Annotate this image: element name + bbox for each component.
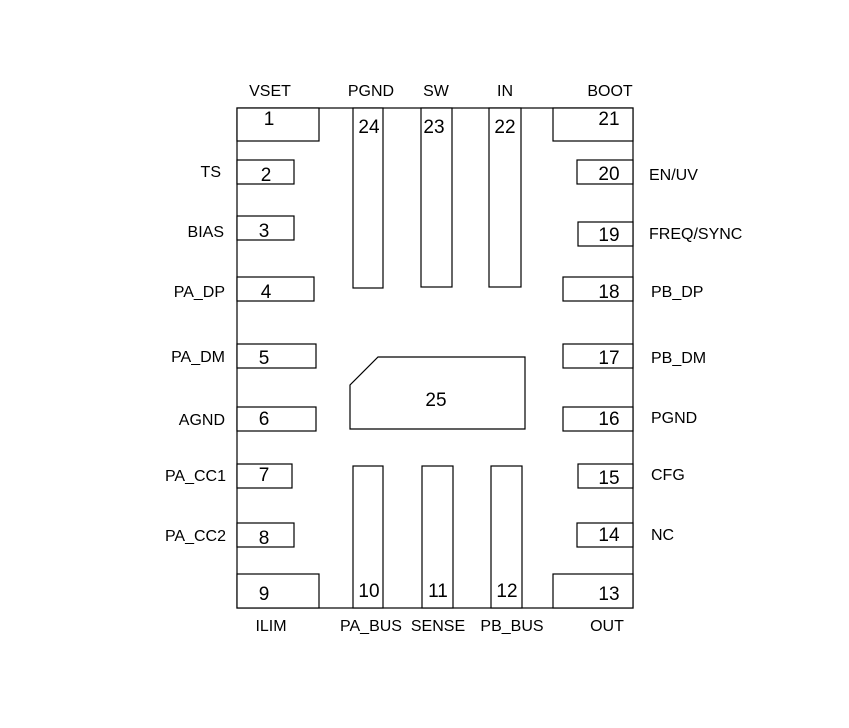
- pin-number-22: 22: [494, 117, 515, 138]
- pad-15: [577, 463, 634, 489]
- pad-9: [236, 573, 320, 609]
- exposed-pad-number: 25: [425, 390, 446, 411]
- pad-12: [490, 465, 523, 609]
- pin-name-16: PGND: [651, 410, 697, 427]
- pad-10: [352, 465, 384, 609]
- pin-number-24: 24: [358, 117, 380, 138]
- pin-number-16: 16: [598, 409, 619, 430]
- pin-name-4: PA_DP: [174, 284, 225, 301]
- pad-2: [236, 159, 295, 185]
- pad-23: [420, 107, 453, 288]
- pin-number-1: 1: [264, 109, 275, 130]
- pad-25: [349, 356, 526, 430]
- pad-5: [236, 343, 317, 369]
- pin-name-22: IN: [497, 83, 513, 100]
- pad-13: [552, 573, 634, 609]
- pin-name-19: FREQ/SYNC: [649, 226, 742, 243]
- pin-name-8: PA_CC2: [165, 528, 226, 545]
- pad-24: [352, 107, 384, 289]
- pin-number-2: 2: [261, 165, 272, 186]
- pad-21: [552, 107, 634, 142]
- pin-name-10: PA_BUS: [340, 618, 402, 635]
- pad-17: [562, 343, 634, 369]
- pin-name-23: SW: [423, 83, 450, 100]
- pin-name-15: CFG: [651, 467, 685, 484]
- pad-1: [236, 107, 320, 142]
- pad-16: [562, 406, 634, 432]
- pin-number-18: 18: [598, 282, 619, 303]
- pin-number-8: 8: [259, 528, 270, 549]
- pin-number-23: 23: [423, 117, 444, 138]
- pin-number-17: 17: [598, 348, 619, 369]
- pad-19: [577, 221, 634, 247]
- pin-number-13: 13: [598, 584, 619, 605]
- pin-name-14: NC: [651, 527, 674, 544]
- pin-name-1: VSET: [249, 83, 291, 100]
- pad-3: [236, 215, 295, 241]
- pin-number-12: 12: [496, 581, 517, 602]
- pin-number-6: 6: [259, 409, 270, 430]
- pin-number-15: 15: [598, 468, 619, 489]
- pad-22: [488, 107, 522, 288]
- pin-number-5: 5: [259, 348, 270, 369]
- pin-name-20: EN/UV: [649, 167, 698, 184]
- pad-14: [576, 522, 634, 548]
- pin-name-6: AGND: [179, 412, 225, 429]
- pin-number-21: 21: [598, 109, 619, 130]
- pin-name-5: PA_DM: [171, 349, 225, 366]
- pin-name-17: PB_DM: [651, 350, 706, 367]
- pad-7: [236, 463, 293, 489]
- pin-name-7: PA_CC1: [165, 468, 226, 485]
- pad-6: [236, 406, 317, 432]
- pin-number-14: 14: [598, 525, 620, 546]
- pad-11: [421, 465, 454, 609]
- pin-number-10: 10: [358, 581, 379, 602]
- pad-4: [236, 276, 315, 302]
- pin-name-3: BIAS: [188, 224, 224, 241]
- pin-name-13: OUT: [590, 618, 624, 635]
- pin-number-20: 20: [598, 164, 619, 185]
- pin-name-18: PB_DP: [651, 284, 703, 301]
- pin-name-11: SENSE: [411, 618, 465, 635]
- pin-name-2: TS: [201, 164, 221, 181]
- pin-name-9: ILIM: [255, 618, 286, 635]
- pin-number-9: 9: [259, 584, 270, 605]
- pad-18: [562, 276, 634, 302]
- pad-8: [236, 522, 295, 548]
- pin-number-11: 11: [428, 581, 448, 602]
- pin-name-24: PGND: [348, 83, 394, 100]
- pad-20: [576, 159, 634, 185]
- pin-number-3: 3: [259, 221, 270, 242]
- pin-number-19: 19: [598, 225, 619, 246]
- pin-number-4: 4: [261, 282, 272, 303]
- pin-name-21: BOOT: [587, 83, 633, 100]
- pin-name-12: PB_BUS: [480, 618, 543, 635]
- pin-number-7: 7: [259, 465, 270, 486]
